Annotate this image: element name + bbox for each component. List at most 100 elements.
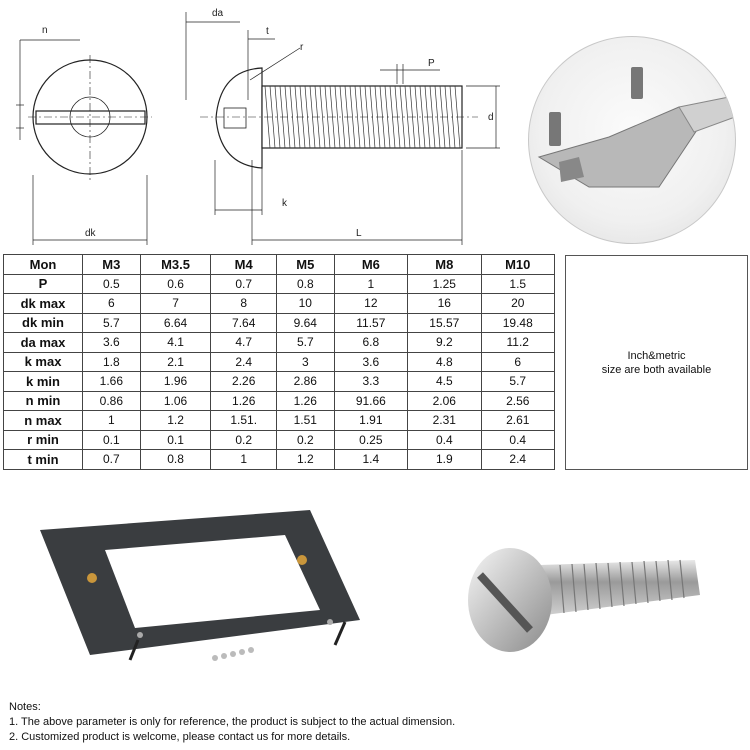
table-cell: 1.66 <box>82 371 141 392</box>
dim-label-da: da <box>212 8 224 19</box>
table-cell: 12 <box>333 293 409 314</box>
table-cell: 1 <box>210 449 277 470</box>
table-cell: 1.9 <box>407 449 482 470</box>
technical-drawing: n dk <box>16 8 500 245</box>
table-cell: 1.26 <box>210 390 277 411</box>
table-row: r min 0.1 0.1 0.2 0.2 0.25 0.4 0.4 <box>3 429 555 450</box>
table-cell: 3.3 <box>333 371 409 392</box>
table-row: k max 1.8 2.1 2.4 3 3.6 4.8 6 <box>3 351 555 372</box>
table-cell: 0.25 <box>333 429 409 450</box>
table-cell: 0.7 <box>82 449 141 470</box>
dim-label-n: n <box>42 25 48 36</box>
plate-frame-photo <box>40 510 360 661</box>
size-availability-line1: Inch&metric <box>627 349 686 362</box>
table-cell: 5.7 <box>480 371 555 392</box>
table-header-row: Mon M3 M3.5 M4 M5 M6 M8 M10 <box>3 254 555 275</box>
table-cell: 16 <box>407 293 482 314</box>
dim-label-r: r <box>300 42 304 53</box>
row-label: n min <box>3 390 83 411</box>
table-cell: 7 <box>139 293 212 314</box>
dim-label-t: t <box>266 26 269 37</box>
table-cell: 1.06 <box>139 390 212 411</box>
table-cell: 5.7 <box>275 332 335 353</box>
table-cell: 10 <box>275 293 335 314</box>
table-header-cell: M8 <box>407 254 482 275</box>
table-header-cell: Mon <box>3 254 83 275</box>
table-row: t min 0.7 0.8 1 1.2 1.4 1.9 2.4 <box>3 449 555 470</box>
table-cell: 0.4 <box>480 429 555 450</box>
table-cell: 8 <box>210 293 277 314</box>
table-header-cell: M4 <box>210 254 277 275</box>
table-cell: 1 <box>82 410 141 431</box>
table-cell: 1.2 <box>275 449 335 470</box>
table-cell: 1.51 <box>275 410 335 431</box>
row-label: dk min <box>3 312 83 333</box>
table-cell: 6 <box>82 293 141 314</box>
table-cell: 1.4 <box>333 449 409 470</box>
row-label: da max <box>3 332 83 353</box>
table-cell: 1.96 <box>139 371 212 392</box>
table-cell: 2.61 <box>480 410 555 431</box>
table-row: dk min 5.7 6.64 7.64 9.64 11.57 15.57 19… <box>3 312 555 333</box>
row-label: t min <box>3 449 83 470</box>
notes-title: Notes: <box>9 701 41 713</box>
dim-label-p: P <box>428 58 435 69</box>
size-availability-line2: size are both available <box>601 363 712 376</box>
table-cell: 1.5 <box>480 273 555 294</box>
table-header-cell: M6 <box>333 254 409 275</box>
table-cell: 4.5 <box>407 371 482 392</box>
table-cell: 2.56 <box>480 390 555 411</box>
screw-photo <box>468 548 700 652</box>
table-cell: 3.6 <box>333 351 409 372</box>
table-cell: 0.6 <box>139 273 212 294</box>
table-header-cell: M5 <box>275 254 335 275</box>
dim-label-l: L <box>356 228 362 239</box>
table-cell: 15.57 <box>407 312 482 333</box>
table-cell: 1.51. <box>210 410 277 431</box>
table-cell: 4.1 <box>139 332 212 353</box>
row-label: k min <box>3 371 83 392</box>
table-cell: 1.26 <box>275 390 335 411</box>
row-label: n max <box>3 410 83 431</box>
screw-side-view <box>200 67 478 169</box>
table-cell: 0.8 <box>139 449 212 470</box>
table-row: n max 1 1.2 1.51. 1.51 1.91 2.31 2.61 <box>3 410 555 431</box>
table-cell: 0.1 <box>139 429 212 450</box>
table-cell: 3 <box>275 351 335 372</box>
table-cell: 3.6 <box>82 332 141 353</box>
size-availability-box: Inch&metric size are both available <box>565 255 748 470</box>
table-header-cell: M3 <box>82 254 141 275</box>
table-cell: 2.86 <box>275 371 335 392</box>
table-cell: 0.2 <box>275 429 335 450</box>
table-row: dk max 6 7 8 10 12 16 20 <box>3 293 555 314</box>
hinge-photo <box>528 36 736 244</box>
table-cell: 6 <box>480 351 555 372</box>
table-row: P 0.5 0.6 0.7 0.8 1 1.25 1.5 <box>3 273 555 294</box>
table-cell: 0.7 <box>210 273 277 294</box>
table-cell: 0.2 <box>210 429 277 450</box>
table-cell: 1.25 <box>407 273 482 294</box>
notes-item: 2. Customized product is welcome, please… <box>9 731 351 743</box>
table-cell: 2.06 <box>407 390 482 411</box>
dim-label-dk: dk <box>85 228 97 239</box>
notes-item: 1. The above parameter is only for refer… <box>9 716 456 728</box>
table-cell: 91.66 <box>333 390 409 411</box>
table-cell: 9.2 <box>407 332 482 353</box>
table-cell: 0.1 <box>82 429 141 450</box>
spec-table: Mon M3 M3.5 M4 M5 M6 M8 M10 P 0.5 0.6 0.… <box>3 254 555 470</box>
row-label: dk max <box>3 293 83 314</box>
row-label: r min <box>3 429 83 450</box>
table-cell: 2.1 <box>139 351 212 372</box>
table-cell: 20 <box>480 293 555 314</box>
table-cell: 6.8 <box>333 332 409 353</box>
head-front-view <box>28 55 152 180</box>
dim-label-d: d <box>488 112 494 123</box>
table-cell: 6.64 <box>139 312 212 333</box>
table-cell: 19.48 <box>480 312 555 333</box>
table-cell: 1 <box>333 273 409 294</box>
table-row: k min 1.66 1.96 2.26 2.86 3.3 4.5 5.7 <box>3 371 555 392</box>
table-header-cell: M3.5 <box>139 254 212 275</box>
table-cell: 2.26 <box>210 371 277 392</box>
table-cell: 1.2 <box>139 410 212 431</box>
table-cell: 1.8 <box>82 351 141 372</box>
